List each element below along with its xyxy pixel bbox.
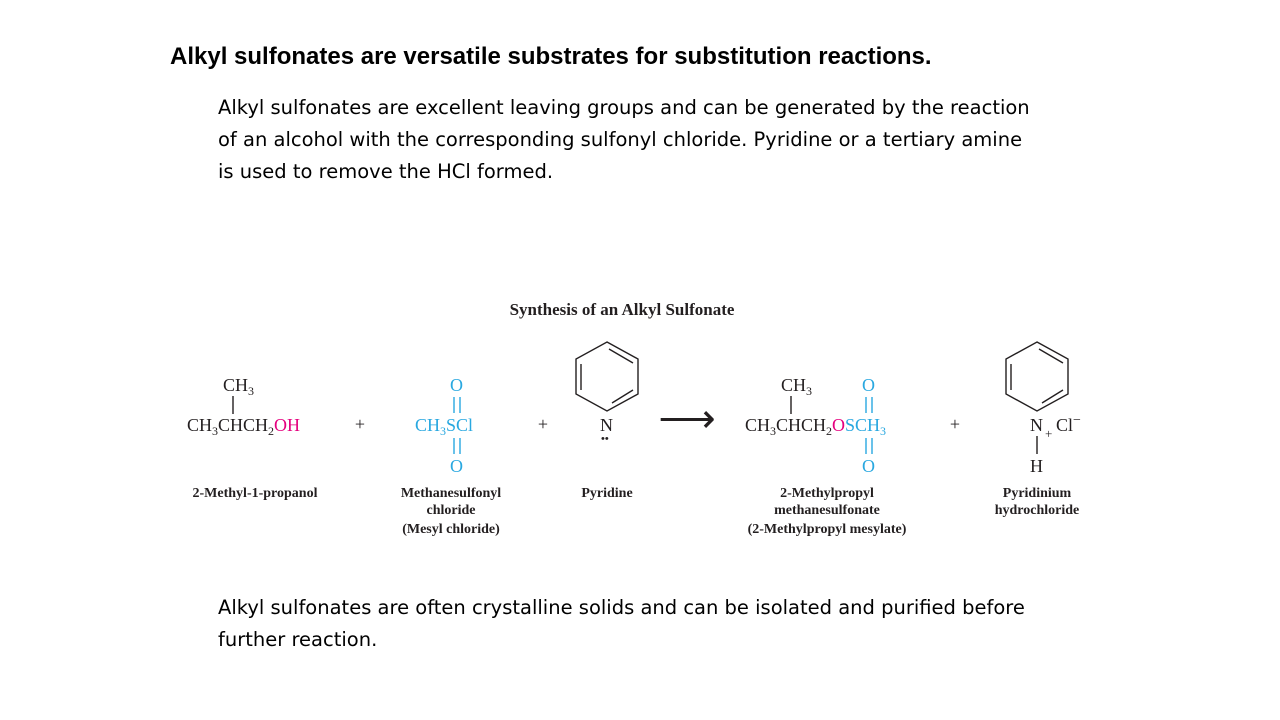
intro-line: of an alcohol with the corresponding sul…: [218, 128, 1023, 151]
alcohol-label: 2-Methyl-1-propanol: [193, 486, 318, 501]
product-oxygen-top: O: [862, 375, 875, 395]
product-label: 2-Methylpropyl: [780, 486, 874, 501]
alcohol-methyl-group: CH3: [223, 375, 254, 398]
mesyl-chloride-label: chloride: [427, 503, 476, 518]
ring-double-bond: [1038, 348, 1064, 364]
intro-line: Alkyl sulfonates are excellent leaving g…: [218, 96, 1030, 119]
sulfonyl-oxygen-bottom: O: [450, 456, 463, 476]
pyridinium-ring: [1005, 341, 1069, 412]
product-label: methanesulfonate: [774, 503, 880, 518]
scheme-title: Synthesis of an Alkyl Sulfonate: [510, 300, 735, 319]
mesyl-formula: CH3SCl: [415, 415, 473, 438]
product-methyl-group: CH3: [781, 375, 812, 398]
product-structure: CH3 O CH3CHCH2OSCH3 O: [745, 375, 886, 476]
reaction-scheme: Synthesis of an Alkyl Sulfonate CH3 CH3C…: [187, 300, 1081, 537]
product-label: (2-Methylpropyl mesylate): [748, 522, 907, 537]
lone-pair-electrons: ••: [601, 433, 609, 445]
positive-charge: +: [1045, 426, 1052, 441]
pyridine-structure: N ••: [575, 341, 639, 445]
sulfonyl-oxygen-top: O: [450, 375, 463, 395]
reaction-arrow: ⟶: [658, 396, 715, 441]
pyridinium-label: hydrochloride: [995, 503, 1080, 518]
plus-sign: +: [355, 414, 365, 434]
mesyl-chloride-label: Methanesulfonyl: [401, 486, 501, 501]
closing-line: Alkyl sulfonates are often crystalline s…: [218, 596, 1025, 619]
pyridinium-nitrogen: N: [1030, 415, 1043, 435]
closing-paragraph: Alkyl sulfonates are often crystalline s…: [218, 592, 1178, 656]
alcohol-structure: CH3 CH3CHCH2OH: [187, 375, 300, 438]
alcohol-formula: CH3CHCH2OH: [187, 415, 300, 438]
plus-sign: +: [950, 414, 960, 434]
ring-double-bond: [608, 348, 634, 364]
intro-paragraph: Alkyl sulfonates are excellent leaving g…: [218, 92, 1178, 188]
mesyl-chloride-label: (Mesyl chloride): [402, 522, 500, 537]
product-formula: CH3CHCH2OSCH3: [745, 415, 886, 438]
pyridinium-label: Pyridinium: [1003, 486, 1072, 501]
pyridine-ring: [575, 341, 639, 412]
ring-double-bond: [611, 389, 634, 404]
pyridinium-hydrogen: H: [1030, 456, 1043, 476]
chloride-ion: Cl−: [1056, 413, 1081, 435]
pyridinium-structure: N + Cl− H: [1005, 341, 1081, 476]
ring-double-bond: [1041, 389, 1064, 404]
closing-line: further reaction.: [218, 628, 378, 651]
pyridine-label: Pyridine: [581, 486, 632, 501]
mesyl-chloride-structure: O CH3SCl O: [415, 375, 473, 476]
intro-line: is used to remove the HCl formed.: [218, 160, 554, 183]
plus-sign: +: [538, 414, 548, 434]
product-oxygen-bottom: O: [862, 456, 875, 476]
pyridine-nitrogen: N: [600, 415, 613, 435]
slide-title: Alkyl sulfonates are versatile substrate…: [170, 43, 932, 70]
